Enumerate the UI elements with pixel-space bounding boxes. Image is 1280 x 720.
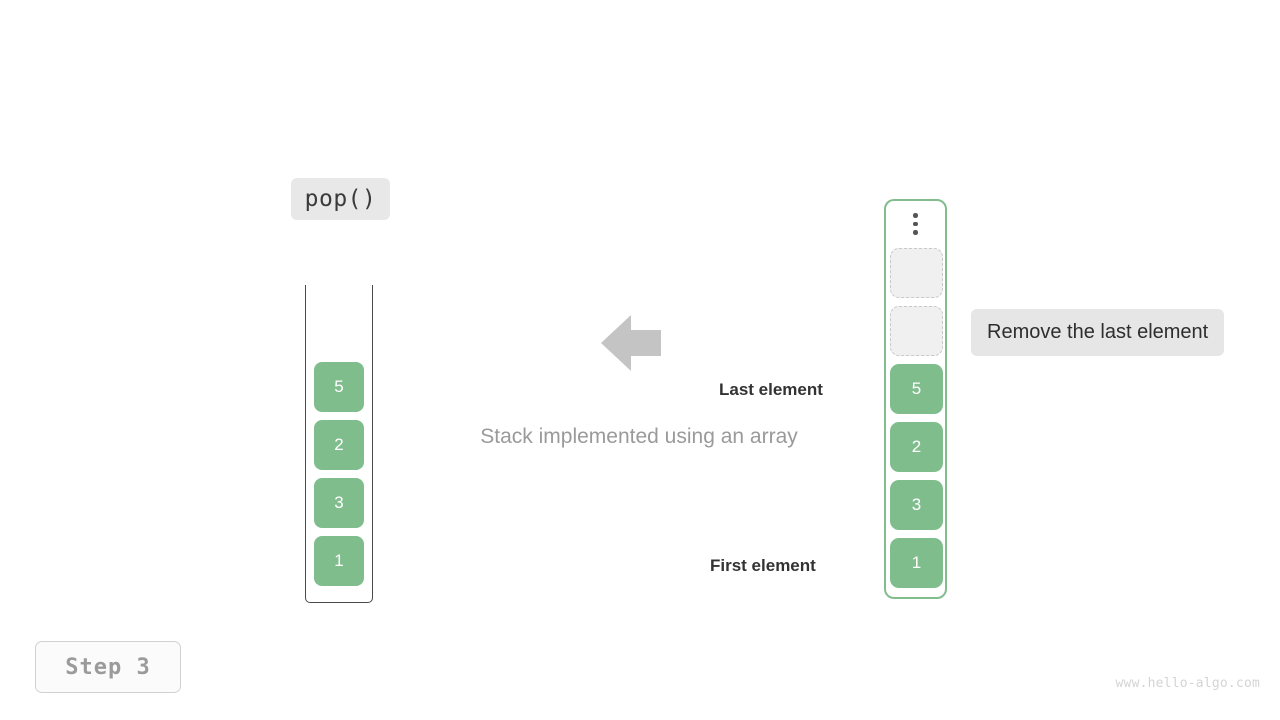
array-cell: 1: [890, 538, 943, 588]
ellipsis-dot: [913, 221, 918, 227]
array-cell: 5: [890, 364, 943, 414]
step-badge: Step 3: [35, 641, 181, 693]
stack-cell: 3: [314, 478, 364, 528]
array-cell: 3: [890, 480, 943, 530]
annotation-first-element: First element: [710, 556, 816, 575]
step-badge-label: Step 3: [65, 654, 151, 680]
annotation-last-element: Last element: [719, 380, 823, 399]
ellipsis-dot: [913, 230, 918, 235]
stack-cell: 5: [314, 362, 364, 412]
operation-label-text: pop(): [304, 186, 377, 212]
stack-cell: 1: [314, 536, 364, 586]
array-cell-list: 5 2 3 1: [890, 248, 943, 588]
note-text: Remove the last element: [987, 321, 1209, 343]
ellipsis-dot: [913, 213, 918, 218]
array-cell: 2: [890, 422, 943, 472]
note-callout: Remove the last element: [971, 309, 1225, 356]
array-cell-empty: [890, 248, 943, 298]
stack-cell: 2: [314, 420, 364, 470]
stack-cell-list: 5 2 3 1: [314, 362, 364, 586]
watermark: www.hello-algo.com: [1115, 676, 1260, 691]
vertical-ellipsis-icon: [886, 201, 945, 247]
diagram-caption-text: Stack implemented using an array: [480, 425, 798, 448]
stack-container: 5 2 3 1: [305, 285, 373, 603]
array-container: 5 2 3 1: [884, 199, 947, 599]
diagram-caption: Stack implemented using an array: [0, 425, 1280, 449]
array-cell-empty: [890, 306, 943, 356]
operation-label: pop(): [291, 178, 390, 220]
arrow-left-icon: [601, 314, 661, 372]
